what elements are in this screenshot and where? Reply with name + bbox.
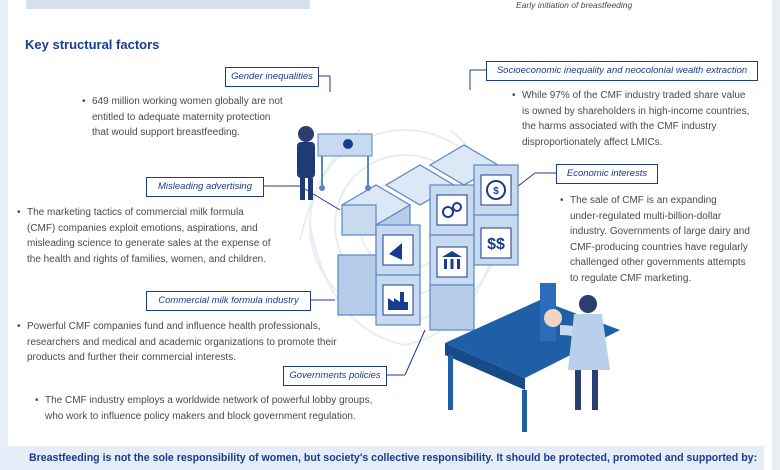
text-gender-inequalities: • 649 million working women globally are… bbox=[82, 96, 283, 138]
top-caption: Early initiation of breastfeeding bbox=[516, 0, 633, 10]
health-worker-figure bbox=[297, 126, 315, 200]
footer-band bbox=[0, 446, 764, 470]
text-misleading-advertising: • The marketing tactics of commercial mi… bbox=[17, 207, 271, 265]
label-misleading-advertising: Misleading advertising bbox=[146, 177, 264, 197]
nurse-figure bbox=[568, 295, 610, 410]
label-socioeconomic-inequality: Socioeconomic inequality and neocolonial… bbox=[486, 61, 758, 81]
label-cmf-industry: Commercial milk formula industry bbox=[146, 291, 311, 311]
top-image-strip bbox=[26, 0, 310, 9]
text-cmf-industry: • Powerful CMF companies fund and influe… bbox=[17, 321, 337, 363]
section-heading: Key structural factors bbox=[25, 37, 160, 52]
dollar-signs-icon: $$ bbox=[480, 227, 512, 259]
text-governments-policies: • The CMF industry employs a worldwide n… bbox=[35, 395, 373, 422]
label-governments-policies: Governments policies bbox=[283, 366, 387, 386]
svg-text:$$: $$ bbox=[487, 236, 505, 253]
hospital-cot-icon bbox=[317, 133, 373, 191]
svg-text:$: $ bbox=[493, 186, 499, 197]
label-economic-interests: Economic interests bbox=[556, 164, 658, 184]
footer-text: Breastfeeding is not the sole responsibi… bbox=[29, 452, 758, 464]
text-socioeconomic-inequality: • While 97% of the CMF industry traded s… bbox=[512, 90, 750, 148]
megaphone-baby-icon bbox=[382, 234, 414, 266]
money-coins-icon: $ bbox=[480, 174, 512, 206]
female-male-symbols-icon bbox=[436, 194, 468, 226]
government-building-icon bbox=[436, 246, 468, 278]
factory-icon bbox=[382, 284, 414, 316]
label-gender-inequalities: Gender inequalities bbox=[225, 67, 319, 87]
